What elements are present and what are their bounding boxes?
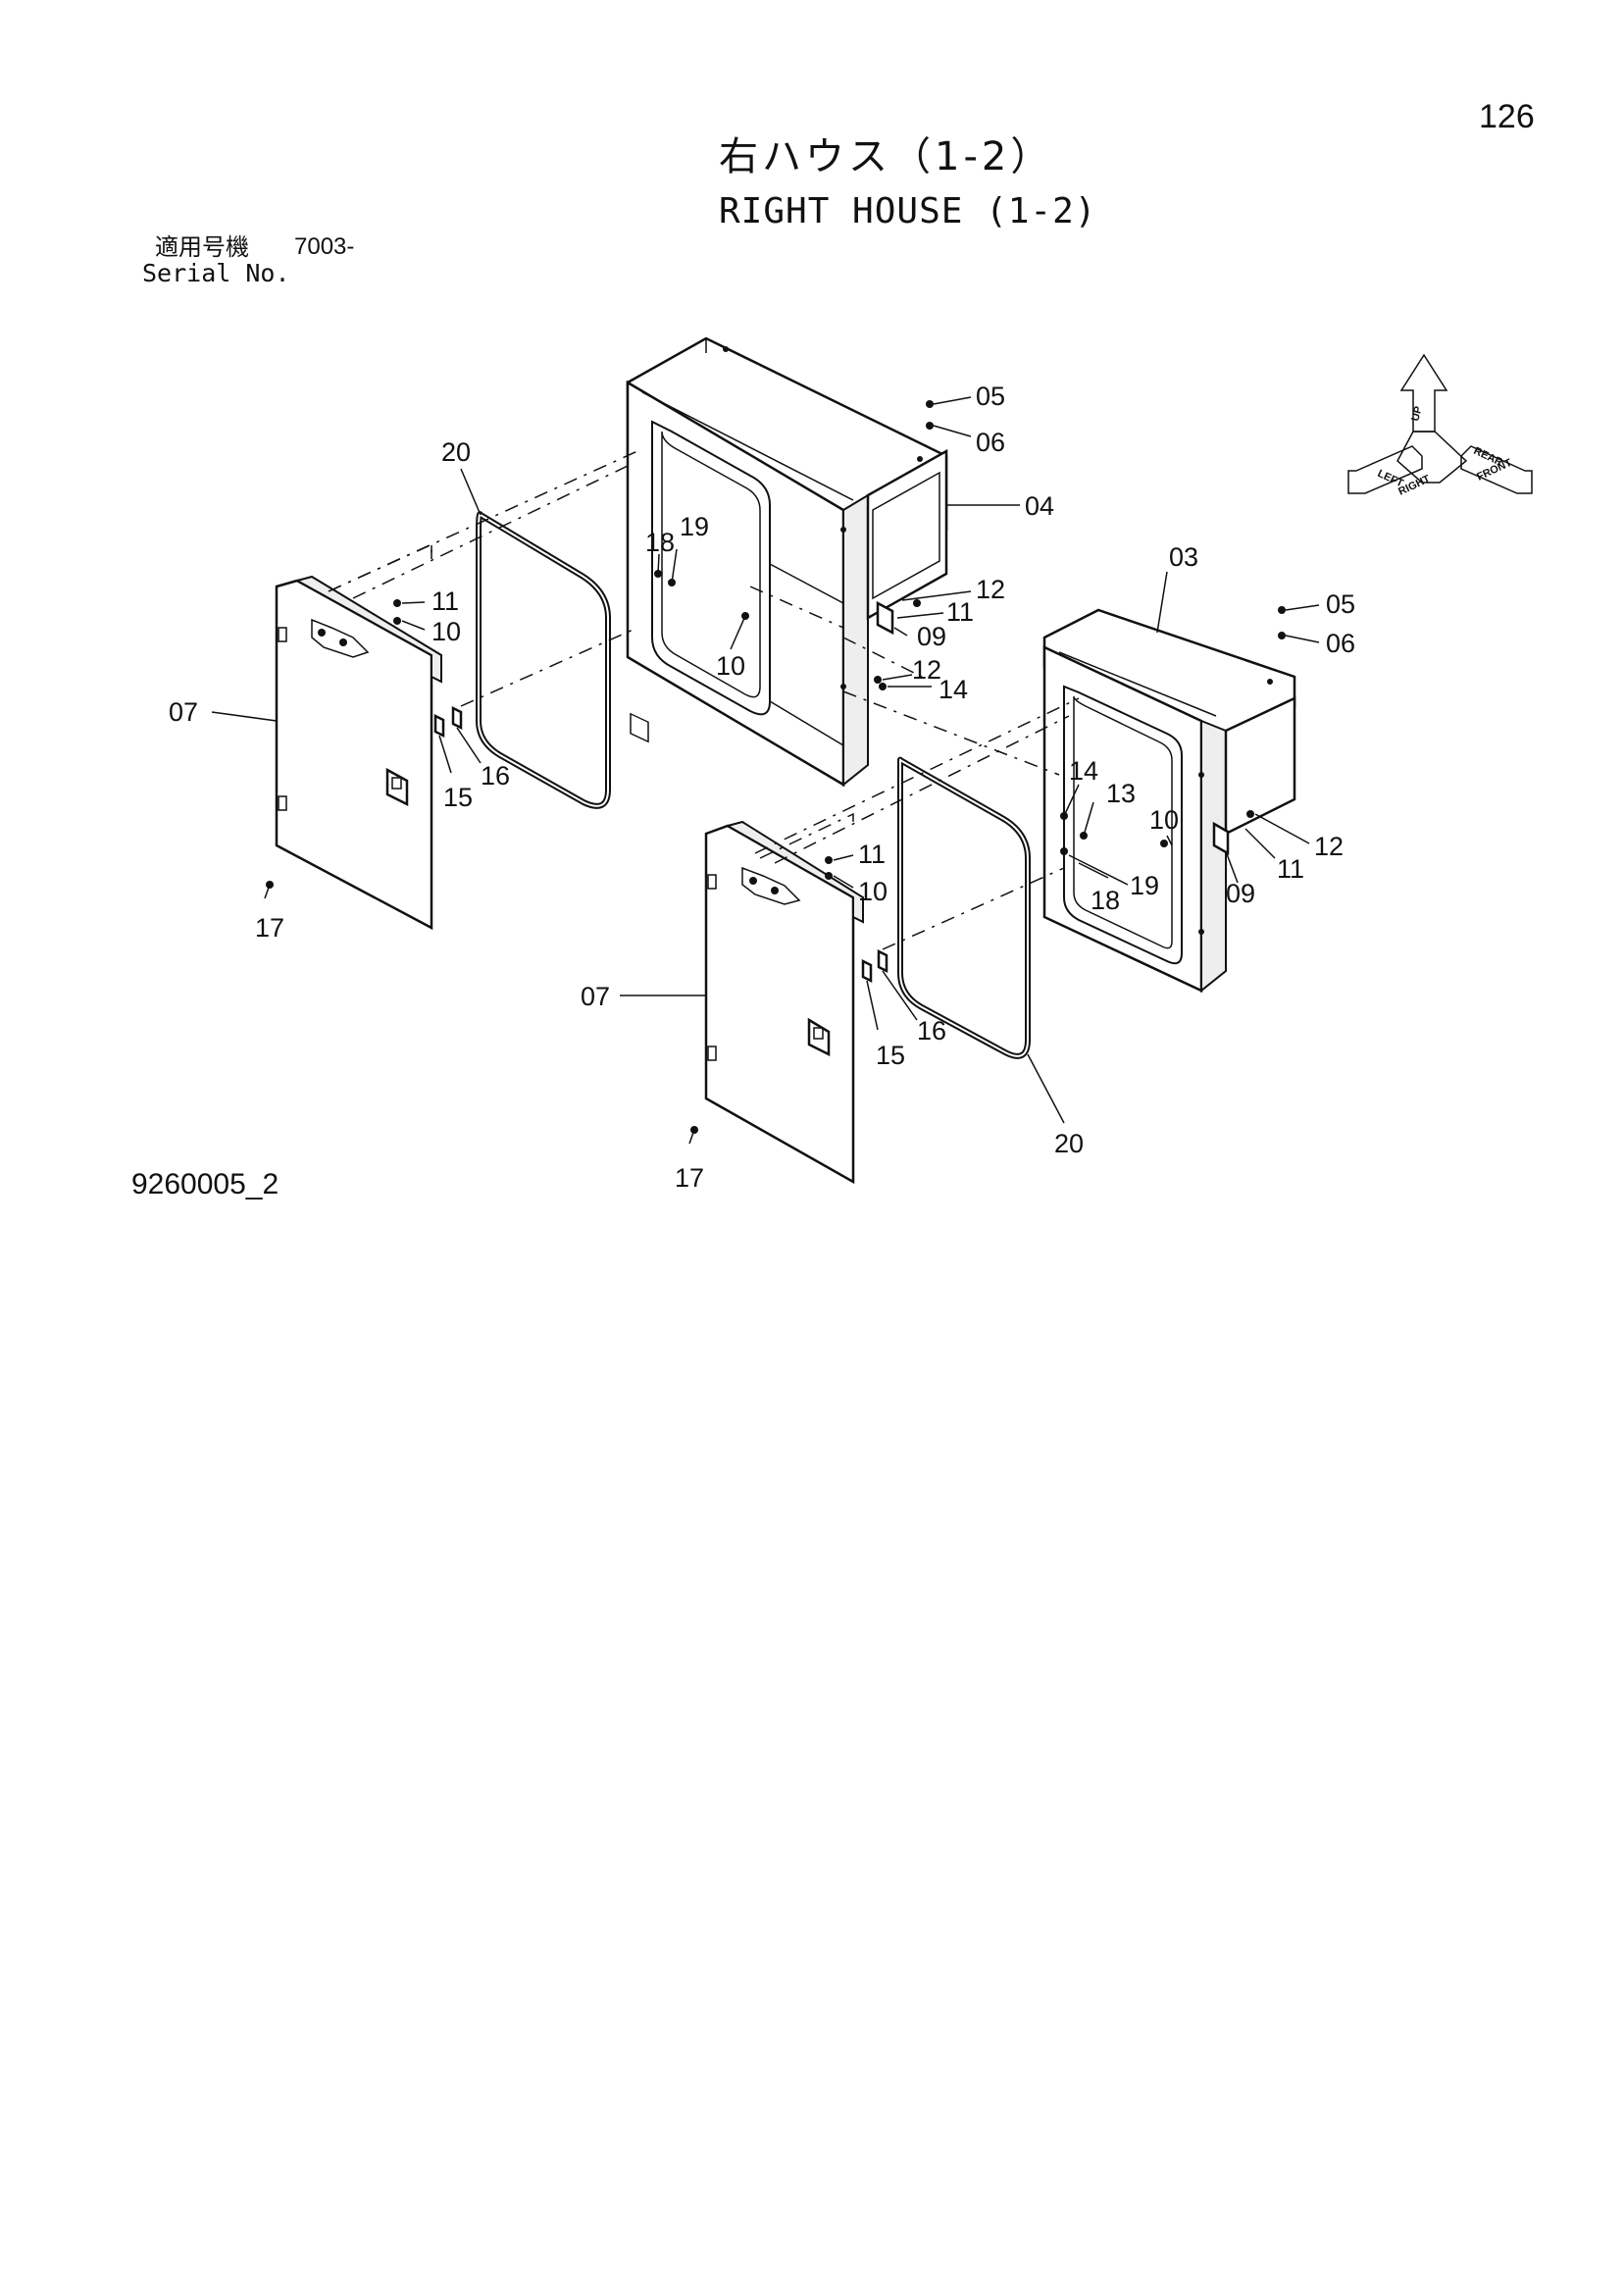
callout-09: 09: [917, 622, 946, 651]
door-panel-07-left: [275, 575, 442, 931]
direction-label-up: UP: [1409, 405, 1425, 423]
door-panel-07-right: [704, 820, 864, 1185]
callout-12-b: 12: [912, 655, 941, 685]
callout-09-b: 09: [1226, 879, 1255, 908]
callout-05: 05: [976, 382, 1005, 411]
callout-11-d: 11: [858, 840, 886, 869]
callout-06: 06: [976, 428, 1005, 457]
callout-03: 03: [1169, 542, 1198, 572]
callout-14: 14: [939, 675, 968, 704]
door-seal-20-left: [476, 511, 611, 809]
assembly-lines: [328, 450, 1080, 950]
callout-16-b: 16: [917, 1016, 946, 1046]
callout-11-b: 11: [431, 587, 459, 616]
callout-17: 17: [255, 913, 284, 943]
callout-20: 20: [441, 437, 471, 467]
callout-07: 07: [169, 697, 198, 727]
callout-10: 10: [716, 651, 745, 681]
hardware-bolts: [264, 400, 1286, 1145]
callout-labels: 05 06 04 20 18 19 12 11 09 10 12 14 11 1…: [169, 382, 1355, 1193]
callout-14-b: 14: [1069, 756, 1098, 786]
callout-10-c: 10: [1149, 805, 1179, 835]
serial-label-english: Serial No.: [142, 259, 290, 287]
callout-18: 18: [645, 528, 675, 557]
drawing-number: 9260005_2: [131, 1168, 279, 1200]
callout-07-b: 07: [581, 982, 610, 1011]
callout-16: 16: [481, 761, 510, 791]
leader-lines: [211, 396, 1320, 1124]
callout-10-b: 10: [431, 617, 461, 646]
callout-10-d: 10: [858, 877, 888, 906]
callout-13: 13: [1106, 779, 1136, 808]
callout-05-b: 05: [1326, 589, 1355, 619]
callout-12: 12: [976, 575, 1005, 604]
callout-11: 11: [946, 597, 974, 627]
callout-12-c: 12: [1314, 832, 1344, 861]
callout-17-b: 17: [675, 1163, 704, 1193]
callout-19: 19: [680, 512, 709, 541]
callout-20-b: 20: [1054, 1129, 1084, 1158]
callout-18-b: 18: [1091, 886, 1120, 915]
callout-19-b: 19: [1130, 871, 1159, 900]
direction-label-rear: REAR: [1472, 445, 1504, 469]
callout-15: 15: [443, 783, 473, 812]
callout-04: 04: [1025, 491, 1054, 521]
page-number: 126: [1479, 98, 1535, 135]
callout-15-b: 15: [876, 1041, 905, 1070]
serial-number-value: 7003-: [294, 233, 355, 260]
house-frame-03: [1042, 608, 1296, 994]
house-frame-04: [626, 336, 948, 788]
serial-label-japanese: 適用号機: [155, 233, 249, 261]
door-seal-20-right: [897, 756, 1031, 1059]
callout-06-b: 06: [1326, 629, 1355, 658]
direction-indicator: UP LEFT RIGHT FRONT REAR: [1347, 353, 1533, 498]
page-title-japanese: 右ハウス（1-2）: [719, 134, 1054, 179]
callout-11-c: 11: [1277, 854, 1304, 884]
page-title-english: RIGHT HOUSE (1-2): [719, 191, 1097, 231]
